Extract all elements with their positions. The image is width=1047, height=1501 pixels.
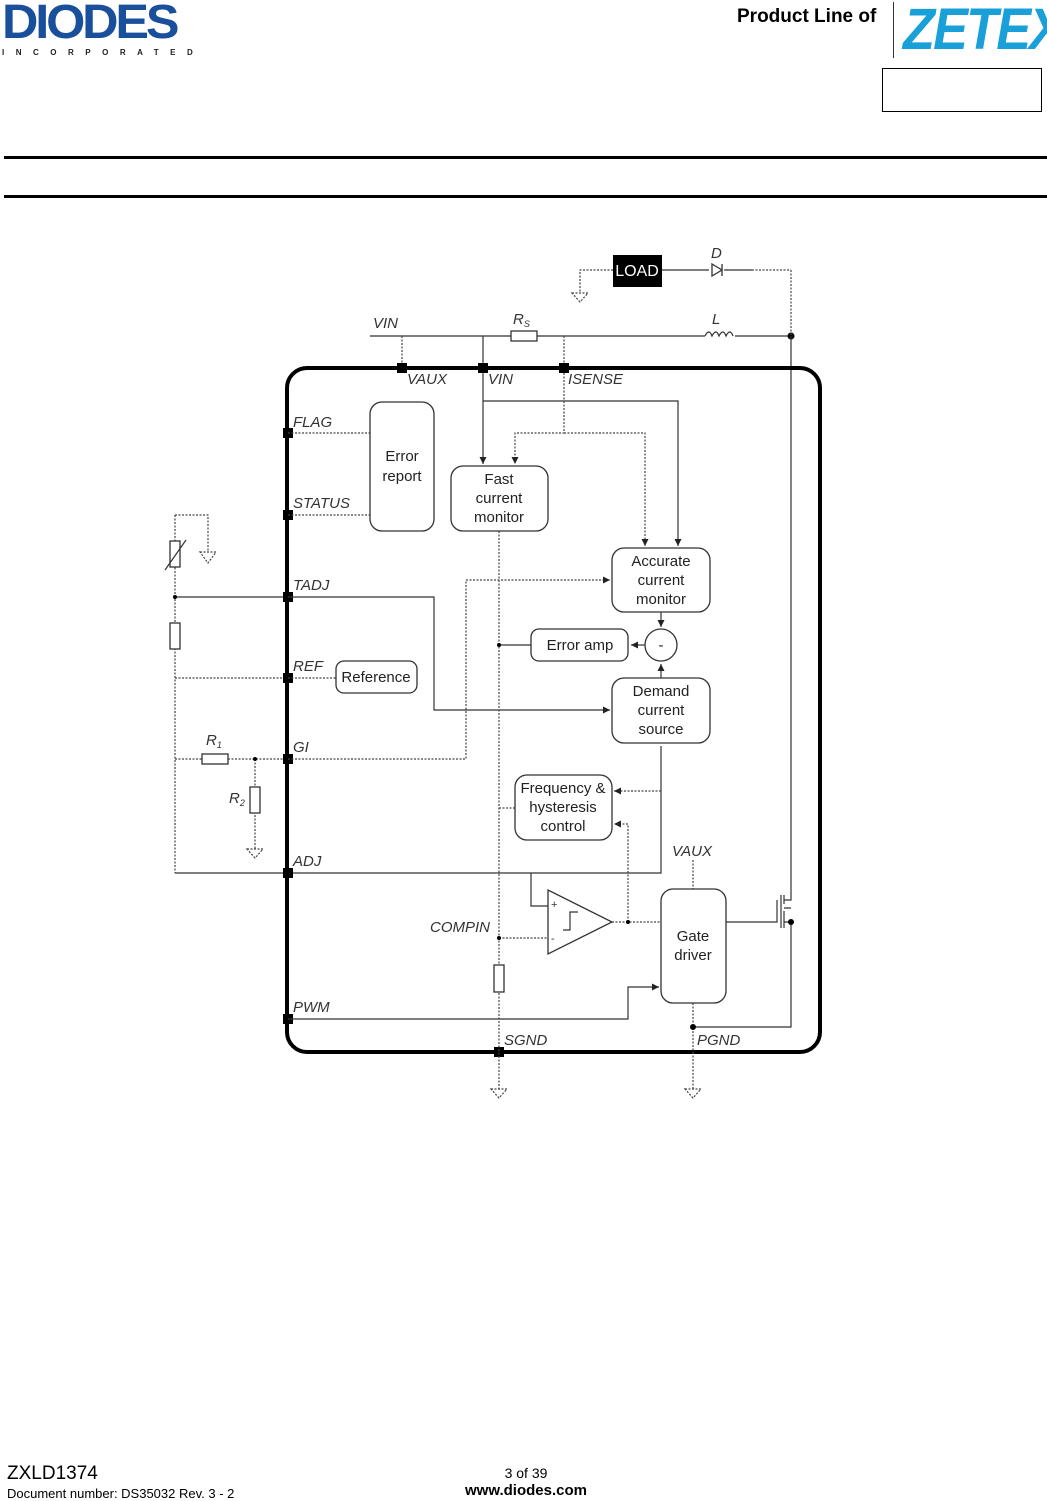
compin-resistor bbox=[493, 964, 505, 993]
svg-text:Error amp: Error amp bbox=[547, 637, 614, 654]
pin-labels: VAUX VIN ISENSE FLAG STATUS TADJ REF GI … bbox=[292, 371, 741, 1049]
svg-text:source: source bbox=[638, 721, 683, 738]
diodes-logo-text: DIODES bbox=[2, 0, 179, 49]
error-amp-block: Error amp bbox=[530, 628, 629, 662]
inductor-icon bbox=[704, 331, 734, 338]
svg-text:current: current bbox=[638, 702, 686, 719]
svg-text:current: current bbox=[476, 490, 524, 507]
summing-node: - bbox=[644, 628, 678, 662]
svg-text:Error: Error bbox=[385, 448, 418, 465]
r2-resistor bbox=[249, 786, 261, 814]
svg-text:report: report bbox=[382, 468, 422, 485]
inductor-label: L bbox=[712, 311, 720, 328]
svg-text:monitor: monitor bbox=[474, 509, 524, 526]
svg-text:Gate: Gate bbox=[677, 928, 710, 945]
gate-driver-block: Gate driver bbox=[660, 888, 727, 1004]
header-rule-top bbox=[4, 156, 1047, 159]
r1-label: R1 bbox=[206, 732, 222, 750]
external-circuit: LOAD D VIN RS L R1 R2 bbox=[164, 245, 795, 901]
svg-text:monitor: monitor bbox=[636, 591, 686, 608]
error-report-block: Error report bbox=[369, 401, 435, 532]
svg-text:-: - bbox=[551, 933, 555, 945]
svg-text:Frequency &: Frequency & bbox=[520, 780, 605, 797]
sense-resistor bbox=[510, 330, 538, 342]
pin-pwm: PWM bbox=[293, 999, 330, 1016]
load-box bbox=[613, 255, 662, 287]
pin-isense: ISENSE bbox=[568, 371, 624, 388]
svg-text:Demand: Demand bbox=[633, 683, 690, 700]
svg-text:-: - bbox=[659, 637, 664, 654]
svg-text:driver: driver bbox=[674, 947, 712, 964]
fast-current-monitor-block: Fast current monitor bbox=[450, 465, 549, 532]
diodes-logo: DIODES INCORPORATED bbox=[2, 0, 217, 60]
pin-pgnd: PGND bbox=[697, 1032, 741, 1049]
pin-gi: GI bbox=[293, 739, 309, 756]
svg-text:control: control bbox=[540, 818, 585, 835]
ground-icon bbox=[245, 848, 265, 859]
r1-resistor bbox=[201, 753, 229, 765]
svg-text:Reference: Reference bbox=[341, 669, 410, 686]
svg-text:current: current bbox=[638, 572, 686, 589]
comparator: + - bbox=[547, 888, 614, 956]
ground-icon bbox=[198, 551, 218, 565]
footer-page-number: 3 of 39 bbox=[504, 1465, 548, 1481]
pin-compin: COMPIN bbox=[430, 919, 490, 936]
reference-block: Reference bbox=[335, 660, 418, 694]
footer-part-number: ZXLD1374 bbox=[7, 1463, 98, 1484]
diode-icon bbox=[711, 262, 724, 278]
ground-icon bbox=[683, 1088, 703, 1099]
header-empty-box bbox=[882, 68, 1042, 112]
product-line-label: Product Line of bbox=[737, 6, 877, 27]
pin-status: STATUS bbox=[293, 495, 350, 512]
ground-icon bbox=[570, 292, 590, 303]
internal-wiring bbox=[288, 373, 794, 1099]
svg-text:Fast: Fast bbox=[484, 471, 514, 488]
load-label: LOAD bbox=[615, 263, 659, 280]
accurate-current-monitor-block: Accurate current monitor bbox=[611, 547, 711, 613]
footer-doc-number: Document number: DS35032 Rev. 3 - 2 bbox=[7, 1486, 235, 1501]
demand-current-source-block: Demand current source bbox=[611, 677, 711, 744]
pin-tadj: TADJ bbox=[293, 577, 330, 594]
pin-vaux: VAUX bbox=[407, 371, 448, 388]
resistor bbox=[169, 622, 181, 650]
svg-text:+: + bbox=[551, 899, 557, 911]
diode-label: D bbox=[711, 245, 722, 262]
thermistor bbox=[169, 540, 181, 568]
svg-text:Accurate: Accurate bbox=[631, 553, 690, 570]
ground-icon bbox=[489, 1088, 509, 1099]
frequency-hysteresis-control-block: Frequency & hysteresis control bbox=[514, 774, 613, 841]
mosfet-icon bbox=[783, 895, 791, 928]
diodes-logo-sub: INCORPORATED bbox=[2, 48, 205, 57]
footer-website[interactable]: www.diodes.com bbox=[465, 1482, 587, 1499]
header-rule-bottom bbox=[4, 195, 1047, 198]
pin-ref: REF bbox=[293, 658, 324, 675]
vin-supply-label: VIN bbox=[373, 315, 398, 332]
svg-text:hysteresis: hysteresis bbox=[529, 799, 597, 816]
chip-outline bbox=[285, 366, 822, 1054]
pin-vin: VIN bbox=[488, 371, 513, 388]
pin-flag: FLAG bbox=[293, 414, 333, 431]
pin-sgnd: SGND bbox=[504, 1032, 548, 1049]
logo-divider bbox=[893, 2, 894, 58]
zetex-logo: ZETEX bbox=[903, 0, 1047, 62]
rs-label: RS bbox=[513, 311, 530, 329]
r2-label: R2 bbox=[229, 790, 245, 808]
pin-vaux-gate: VAUX bbox=[672, 843, 713, 860]
pin-adj: ADJ bbox=[292, 853, 322, 870]
